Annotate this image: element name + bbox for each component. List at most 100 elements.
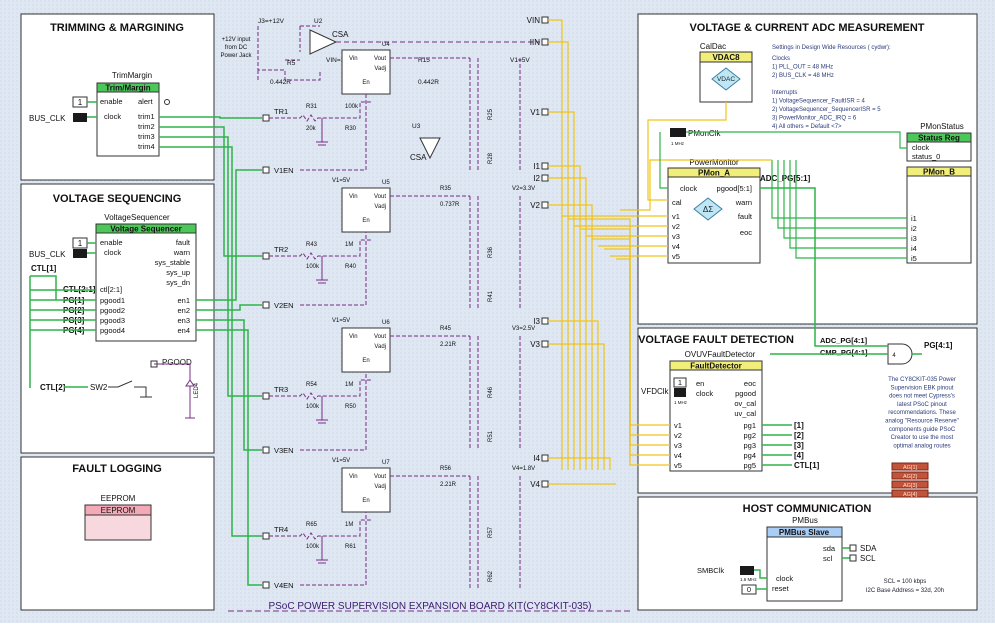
svg-text:3) PowerMonitor_ADC_IRQ = 6: 3) PowerMonitor_ADC_IRQ = 6 <box>772 116 857 122</box>
vset-label: V4=1.8V <box>512 466 535 472</box>
rail-terminal-icon <box>541 38 549 46</box>
rail-label: V4 <box>530 480 540 489</box>
adc-signal-bus <box>548 165 581 470</box>
rs-label: R43 <box>306 242 318 248</box>
caldac-instance: CalDac <box>700 42 726 51</box>
r15-label: R15 <box>418 57 430 64</box>
trimmargin-header <box>96 82 160 93</box>
rail-supply-label: V1=5V <box>332 178 350 184</box>
svg-text:pg2: pg2 <box>743 431 756 440</box>
svg-text:1) VoltageSequencer_FaultISR =: 1) VoltageSequencer_FaultISR = 4 <box>772 99 866 105</box>
rail-label: I1 <box>533 162 540 171</box>
pg-bit-label: [4] <box>794 451 804 460</box>
faultdetector-pins: enclockv1v2v3v4v5eocpgoodov_caluv_calpg1… <box>674 379 820 470</box>
svg-text:En: En <box>362 358 369 364</box>
pmbus-component[interactable]: PMBus PMBus Slave sda scl clock reset <box>766 516 843 602</box>
svg-text:pg5: pg5 <box>743 461 756 470</box>
adc-pg41-label: ADC_PG[4:1] <box>820 336 868 345</box>
trimmargin-component[interactable]: TrimMargin Trim/Margin enable clock aler… <box>96 71 160 157</box>
rail-terminal-icon <box>541 454 549 462</box>
pmon-status-component[interactable]: PMonStatus Status Reg clock status_0 <box>906 122 972 162</box>
enable-net <box>300 372 367 451</box>
ctl1-label: CTL[1] <box>31 264 57 273</box>
seq-pin-en4: en4 <box>177 326 190 335</box>
rail-terminal-icon <box>541 108 549 116</box>
svg-text:En: En <box>362 218 369 224</box>
rs-value: 100k <box>306 404 320 410</box>
svg-text:2) VoltageSequencer_SequencerI: 2) VoltageSequencer_SequencerISR = 5 <box>772 107 881 113</box>
svg-text:clock: clock <box>696 389 713 398</box>
svg-text:Vin: Vin <box>349 194 358 200</box>
eeprom-title: EEPROM <box>101 506 136 515</box>
current-sense-wire <box>789 160 907 249</box>
svg-text:1 MHz: 1 MHz <box>674 400 688 405</box>
caldac-component[interactable]: CalDac VDAC8 VDAC <box>699 42 753 103</box>
csa2-amp-icon <box>419 137 441 160</box>
trim-wire <box>159 126 262 257</box>
svg-text:fault: fault <box>738 212 753 221</box>
svg-text:i5: i5 <box>911 254 917 263</box>
tr-terminal-icon <box>262 252 270 260</box>
pmonclk: PMonClk 1 MHz <box>670 128 721 146</box>
cap-ground-icon <box>316 536 328 564</box>
rail-terminal-icon <box>541 16 549 24</box>
svg-text:eoc: eoc <box>744 379 756 388</box>
seq-input-wires <box>30 275 96 331</box>
pg-bit-label: [2] <box>794 431 804 440</box>
rdiv-label: R25 <box>488 108 494 120</box>
rail-label: V1 <box>530 108 540 117</box>
rail-terminal-icon <box>541 480 549 488</box>
trim-pin-trim3: trim3 <box>138 132 155 141</box>
en-terminal-icon <box>262 166 270 174</box>
panel-title-sequencing: VOLTAGE SEQUENCING <box>53 193 182 205</box>
svg-text:Power Jack: Power Jack <box>220 53 252 59</box>
tr-label: TR4 <box>274 525 288 534</box>
svg-text:Vadj: Vadj <box>374 344 386 350</box>
rdiv-value: 1M <box>345 242 353 248</box>
svg-text:The CY8CKIT-035 Power: The CY8CKIT-035 Power <box>888 377 956 383</box>
svg-text:PMonClk: PMonClk <box>688 129 721 138</box>
en-terminal-icon <box>262 581 270 589</box>
tr-label: TR3 <box>274 385 288 394</box>
svg-text:uv_cal: uv_cal <box>734 409 756 418</box>
trim-bus-clk: BUS_CLK <box>29 113 97 123</box>
rail-label: I2 <box>533 174 540 183</box>
svg-text:VFDClk: VFDClk <box>641 387 670 396</box>
pg-bit-label: CTL[1] <box>794 461 820 470</box>
resource-reserve-list: AG[1]AG[2]AG[3]AG[4] <box>891 462 929 498</box>
powermonitor-instance: PowerMonitor <box>689 158 739 167</box>
cmp-pg41-label: CMP_PG[4:1] <box>820 348 868 357</box>
powermonitor-component[interactable]: PowerMonitor PMon_A ΔΣ <box>667 158 761 264</box>
svg-text:Vin: Vin <box>349 334 358 340</box>
pmon-clock-wire <box>659 131 907 189</box>
svg-text:cal: cal <box>672 198 682 207</box>
rs-label: R65 <box>306 522 318 528</box>
svg-text:clock: clock <box>912 143 929 152</box>
rail-label: I4 <box>533 454 540 463</box>
clock-icon <box>740 566 754 575</box>
cap-ground-icon <box>316 256 328 284</box>
svg-text:Vadj: Vadj <box>374 204 386 210</box>
eeprom-component[interactable]: EEPROM EEPROM <box>84 494 152 541</box>
svg-text:sda: sda <box>823 544 836 553</box>
csa-label: CSA <box>332 30 349 39</box>
rdiv-label: R36 <box>488 246 494 258</box>
en-label: V2EN <box>274 301 294 310</box>
switch-icon <box>108 380 152 398</box>
rdiv2-label: R28 <box>488 152 494 164</box>
adc-signal-bus <box>548 41 569 470</box>
svg-text:Settings in Design Wide Resour: Settings in Design Wide Resources ( cydw… <box>772 45 891 51</box>
svg-text:1 MHz: 1 MHz <box>671 141 685 146</box>
rail-label: IIN <box>530 38 540 47</box>
rs-value: 100k <box>306 264 320 270</box>
voltagesequencer-component[interactable]: VoltageSequencer Voltage Sequencer enabl… <box>95 213 197 342</box>
pmon-b-component[interactable]: PMon_B <box>906 166 972 264</box>
svg-text:eoc: eoc <box>740 228 752 237</box>
csa2-label: CSA <box>410 153 427 162</box>
seq-pin-pgood1: pgood1 <box>100 296 125 305</box>
